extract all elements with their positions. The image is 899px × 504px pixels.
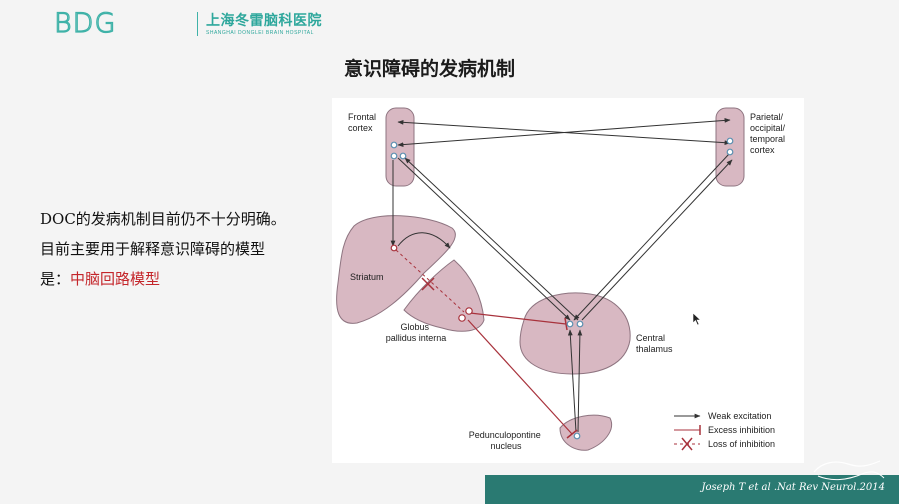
label-parietal-cortex: Parietal/ occipital/ temporal cortex	[750, 112, 788, 155]
pathway-thalamus-parietal	[581, 159, 733, 321]
hospital-name-cn: 上海冬雷脑科医院	[206, 13, 322, 29]
pathway-thalamus-frontal	[404, 157, 579, 321]
body-text: DOC的发病机制目前仍不十分明确。 目前主要用于解释意识障碍的模型 是：中脑回路…	[40, 204, 340, 294]
hospital-name-en: SHANGHAI DONGLEI BRAIN HOSPITAL	[206, 30, 314, 36]
node-gpi-1	[458, 314, 466, 322]
node-thalamus-2	[576, 320, 584, 328]
node-frontal-2	[390, 152, 398, 160]
decorative-swirl-icon	[813, 460, 885, 481]
highlighted-model-name: 中脑回路模型	[70, 270, 161, 288]
body-line-3: 是：中脑回路模型	[40, 264, 340, 294]
mesocircuit-diagram: Frontal cortex Parietal/ occipital/ temp…	[336, 107, 788, 451]
pathway-parietal-frontal	[397, 118, 731, 147]
pathway-thalamus-striatum	[397, 232, 451, 249]
pathway-parietal-thalamus	[573, 153, 730, 321]
logo-mark: BDG	[53, 7, 117, 39]
logo-separator	[197, 12, 198, 36]
loss-cross-b	[421, 277, 435, 291]
label-central-thalamus: Central thalamus	[636, 333, 673, 354]
inhibition-bar-ppn	[566, 429, 578, 439]
label-frontal-cortex: Frontal cortex	[348, 112, 379, 133]
parietal-cortex-region	[715, 107, 745, 187]
node-frontal-3	[399, 152, 407, 160]
node-thalamus-1	[566, 320, 574, 328]
striatum-region	[336, 215, 456, 324]
body-line-3-prefix: 是：	[40, 270, 71, 288]
central-thalamus-region	[519, 292, 631, 375]
body-line-2: 目前主要用于解释意识障碍的模型	[40, 240, 266, 258]
legend-weak-excitation: Weak excitation	[708, 411, 771, 421]
node-striatum	[390, 244, 398, 252]
body-line-1: DOC的发病机制目前仍不十分明确。	[40, 210, 286, 228]
pathway-gpi-ppn-inhibition	[467, 319, 573, 435]
legend-loss-cross-b	[681, 437, 693, 451]
slide-title: 意识障碍的发病机制	[344, 58, 516, 80]
legend-loss-of-inhibition: Loss of inhibition	[708, 439, 775, 449]
diagram-legend: Weak excitation Excess inhibition Loss o…	[674, 411, 775, 451]
pathway-ppn-thalamus-a	[567, 329, 577, 433]
legend-excess-inhibition: Excess inhibition	[708, 425, 775, 435]
node-parietal-2	[726, 148, 734, 156]
label-pedunculopontine: Pedunculopontine nucleus	[469, 430, 544, 451]
citation: Joseph T et al .Nat Rev Neurol.2014	[701, 482, 885, 493]
frontal-cortex-region	[385, 107, 415, 187]
pedunculopontine-region	[559, 414, 612, 451]
inhibition-bar-thalamus	[564, 317, 568, 331]
label-striatum: Striatum	[350, 272, 384, 282]
pathway-gpi-thalamus-inhibition	[469, 312, 567, 325]
pathway-ppn-thalamus-b	[577, 329, 583, 433]
node-gpi-2	[465, 307, 473, 315]
node-ppn	[573, 432, 581, 440]
pathway-frontal-thalamus-a	[397, 157, 571, 321]
label-globus-pallidus: Globus pallidus interna	[386, 322, 447, 343]
mouse-cursor-icon	[692, 312, 702, 326]
globus-pallidus-region	[403, 259, 485, 332]
figure-panel: Frontal cortex Parietal/ occipital/ temp…	[332, 98, 804, 463]
node-frontal-1	[390, 141, 398, 149]
node-parietal-1	[726, 137, 734, 145]
